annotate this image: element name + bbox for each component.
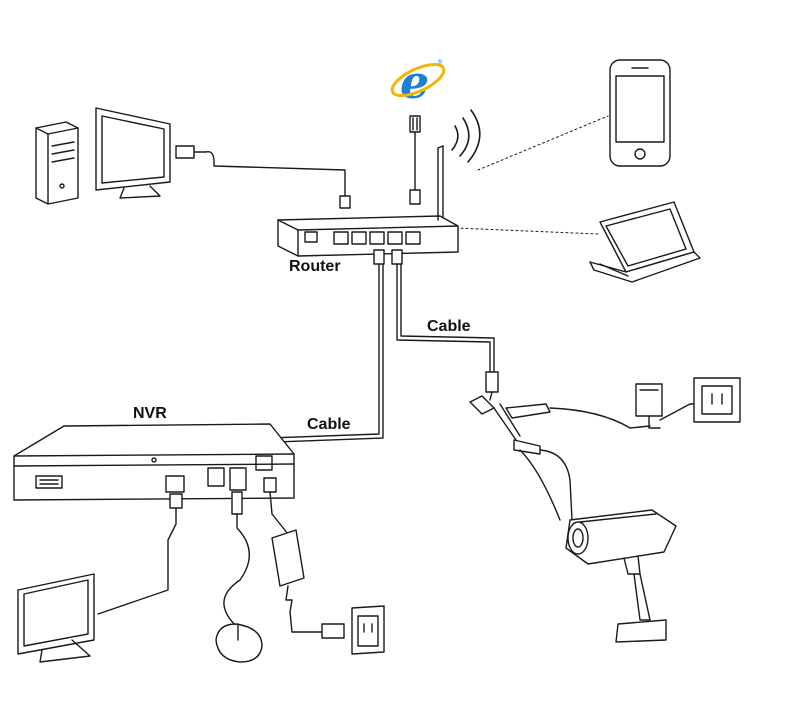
nvr-power-adapter-icon xyxy=(269,491,385,655)
nvr-label: NVR xyxy=(133,405,167,422)
svg-text:®: ® xyxy=(438,59,443,66)
nvr-icon xyxy=(13,423,295,501)
wireless-links xyxy=(455,115,609,235)
internet-cable xyxy=(409,115,421,205)
router-label: Router xyxy=(289,258,341,275)
bullet-camera-icon xyxy=(565,509,677,643)
smartphone-icon xyxy=(609,59,671,167)
cable-label-camera: Cable xyxy=(427,318,471,335)
internet-explorer-icon: e ® xyxy=(390,55,446,109)
laptop-icon xyxy=(589,201,701,283)
camera-cable-assembly xyxy=(469,371,651,521)
monitor-icon xyxy=(17,573,95,663)
router-icon xyxy=(277,145,459,257)
vga-cable xyxy=(97,493,183,615)
wifi-signal-icon xyxy=(451,109,481,163)
camera-power-adapter-icon xyxy=(635,377,741,429)
desktop-pc-icon xyxy=(35,107,351,209)
mouse-icon xyxy=(215,491,263,663)
svg-text:e: e xyxy=(400,55,429,109)
cable-label-nvr: Cable xyxy=(307,416,351,433)
